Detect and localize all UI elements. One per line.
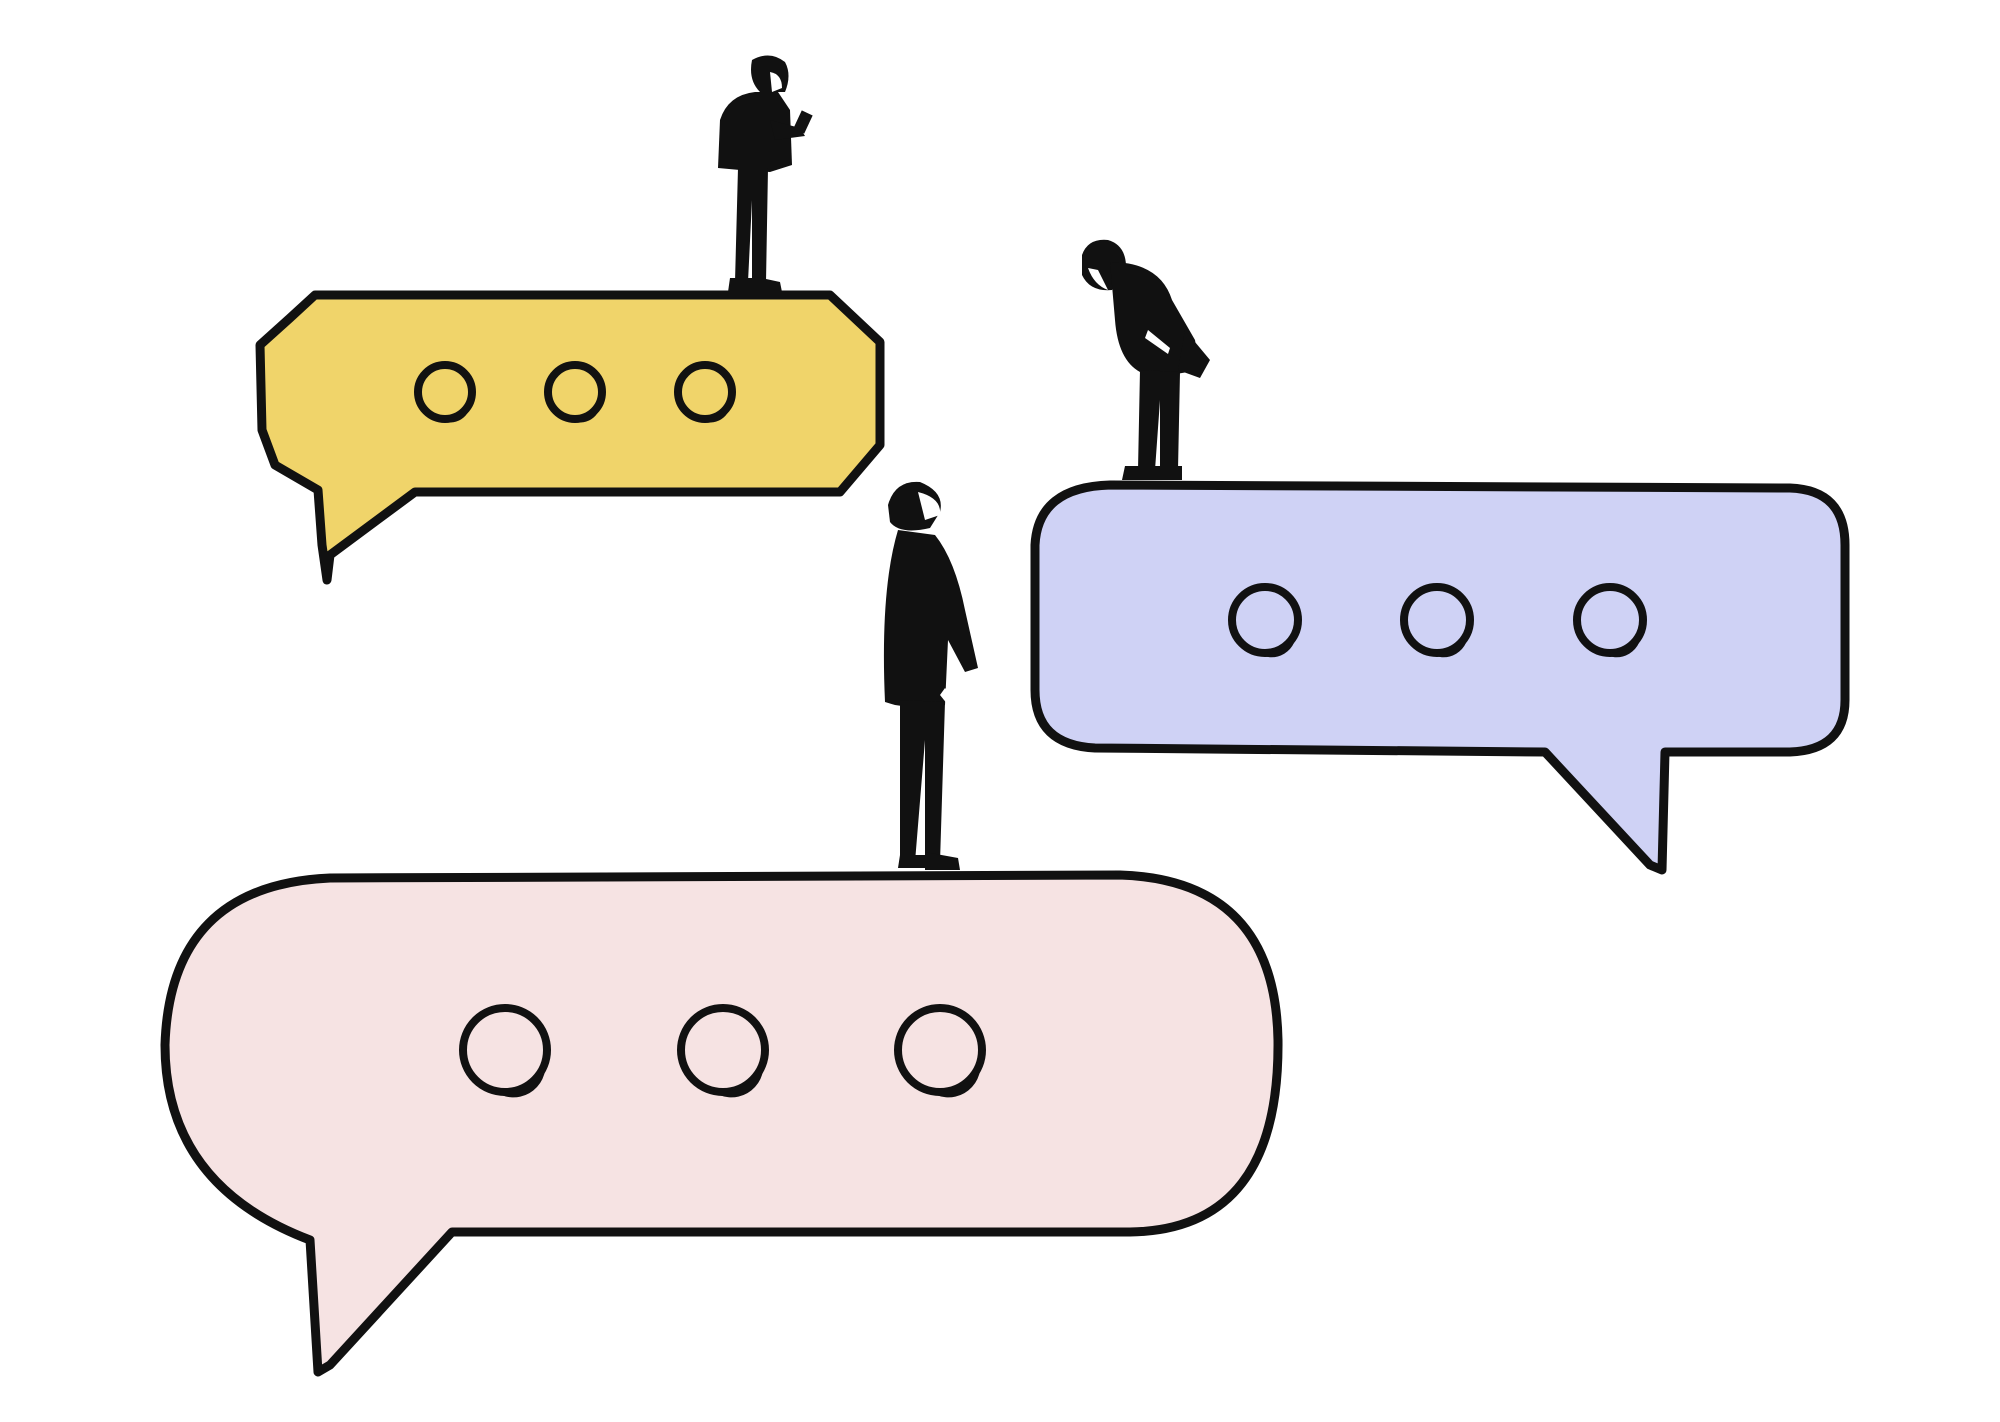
- ellipsis-dot-icon: [544, 361, 606, 423]
- ellipsis-dot-icon: [1573, 583, 1647, 658]
- pink-bubble-shape: [160, 870, 1283, 1377]
- pink-bubble-dots: [459, 1004, 986, 1098]
- person-looking-up: [883, 481, 978, 870]
- ellipsis-dot-icon: [1228, 583, 1302, 658]
- ellipsis-dot-icon: [459, 1004, 551, 1098]
- ellipsis-dot-icon: [677, 1004, 769, 1098]
- lavender-bubble-shape: [1030, 480, 1850, 875]
- ellipsis-dot-icon: [414, 361, 476, 423]
- yellow-bubble-shape: [255, 290, 885, 585]
- person-bowing: [1082, 239, 1210, 480]
- lavender-bubble-dots: [1228, 583, 1647, 658]
- ellipsis-dot-icon: [674, 361, 736, 423]
- ellipsis-dot-icon: [1400, 583, 1474, 658]
- yellow-speech-bubble: [255, 290, 885, 585]
- pink-speech-bubble: [160, 870, 1283, 1377]
- lavender-speech-bubble: [1030, 480, 1850, 875]
- yellow-bubble-dots: [414, 361, 736, 423]
- person-looking-at-phone: [718, 55, 813, 292]
- ellipsis-dot-icon: [894, 1004, 986, 1098]
